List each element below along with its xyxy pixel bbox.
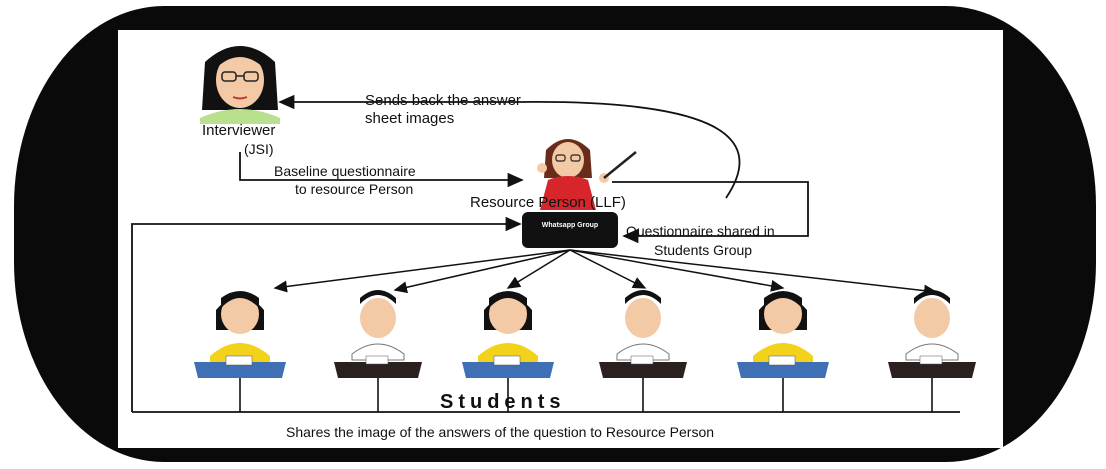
resource-person-figure	[537, 139, 637, 210]
interviewer-sub-label: (JSI)	[244, 141, 274, 157]
sends-back-label-line2: sheet images	[365, 110, 455, 127]
student-2	[334, 290, 422, 378]
interviewer-label: Interviewer	[202, 122, 276, 139]
questionnaire-label-line1: Questionnaire shared in	[626, 223, 775, 239]
students-title: Students	[440, 391, 566, 413]
interviewer-figure	[200, 46, 280, 124]
student-3	[462, 291, 554, 378]
sends-back-label-line1: Sends back the answer	[365, 92, 521, 109]
student-6	[888, 290, 976, 378]
questionnaire-label-line2: Students Group	[654, 242, 753, 258]
baseline-label-line2: to resource Person	[295, 181, 414, 197]
shares-caption: Shares the image of the answers of the q…	[286, 424, 715, 440]
student-1	[194, 291, 286, 378]
whatsapp-group-phone	[522, 212, 618, 248]
student-4	[599, 290, 687, 378]
baseline-label-line1: Baseline questionnaire	[274, 163, 416, 179]
fan-out-arrows	[273, 249, 938, 297]
student-5	[737, 291, 829, 378]
resource-person-label: Resource Person (LLF)	[470, 194, 626, 211]
whatsapp-group-label: Whatsapp Group	[541, 222, 599, 229]
